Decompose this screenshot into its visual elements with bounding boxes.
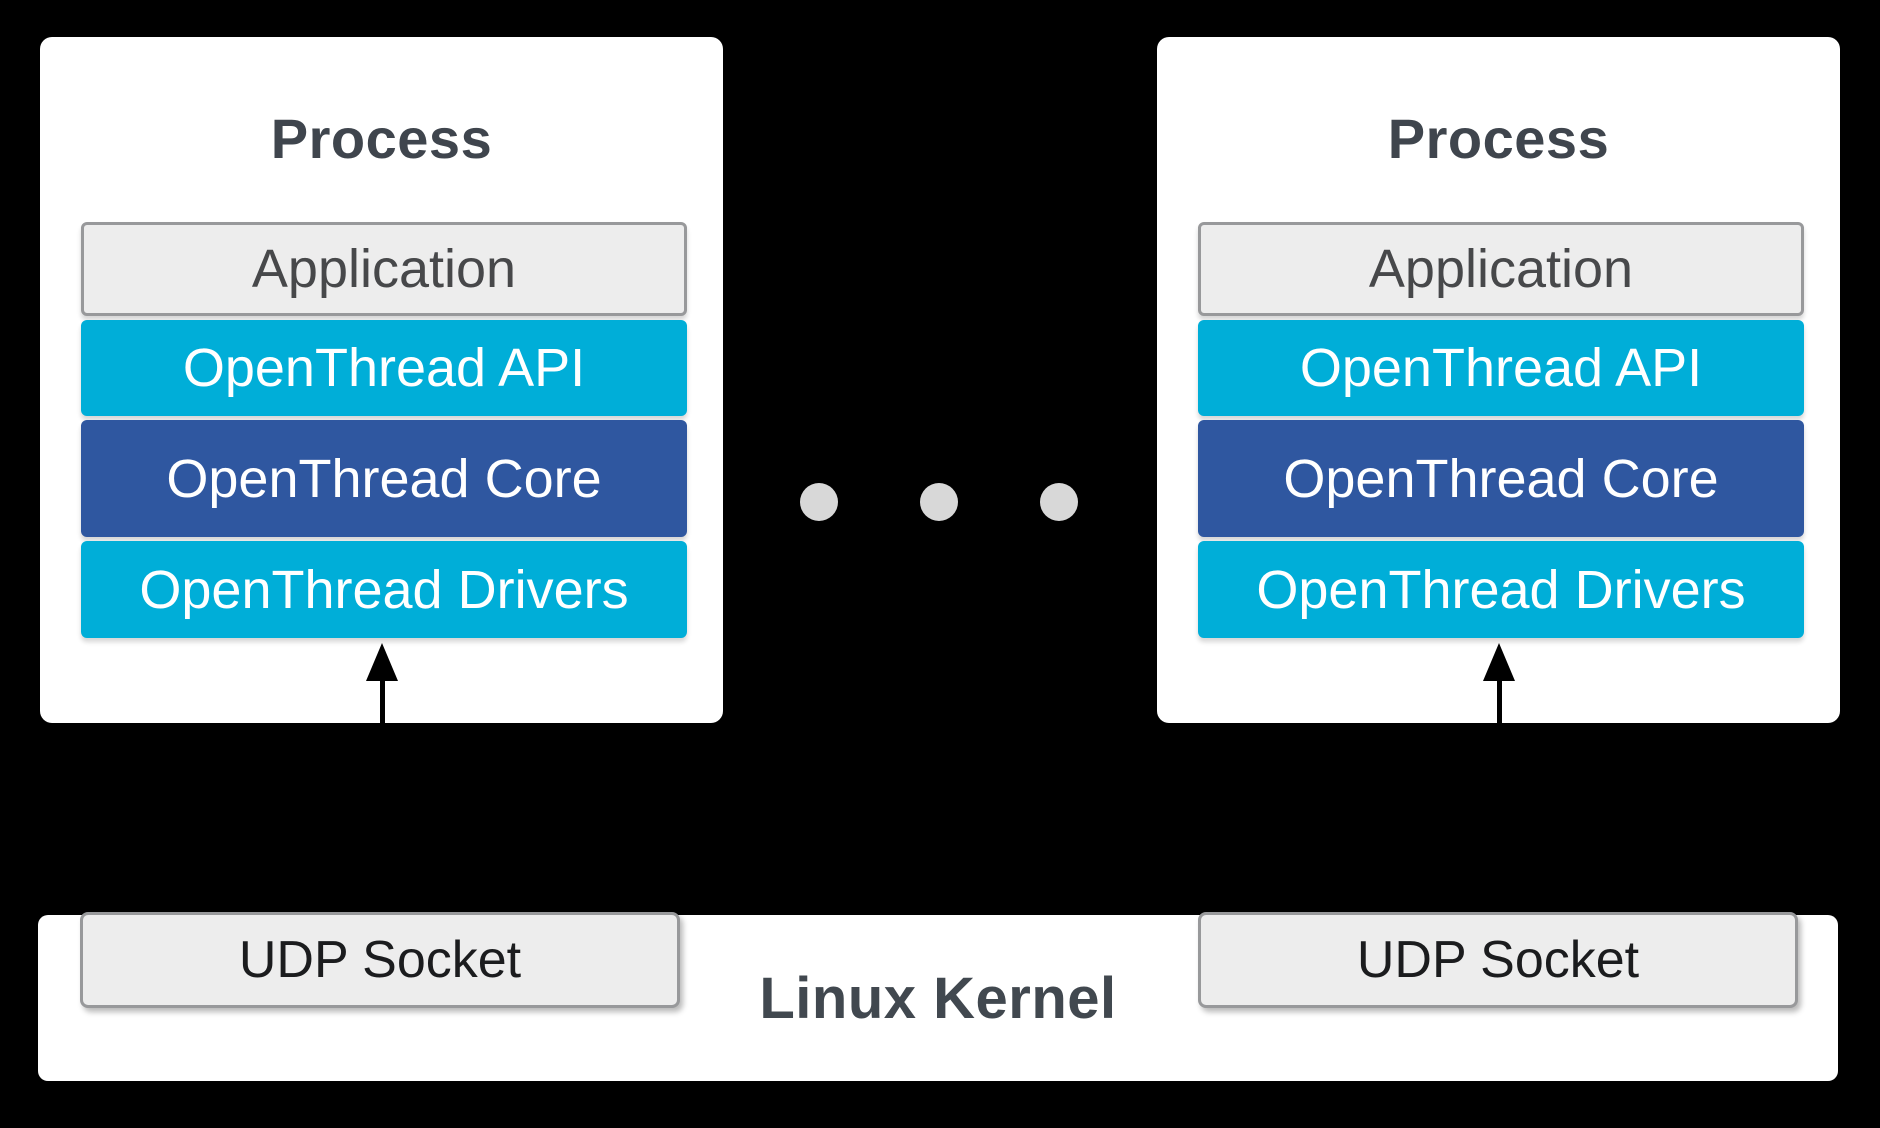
arrow-up-icon <box>366 643 398 723</box>
openthread-core-layer: OpenThread Core <box>1198 420 1804 537</box>
arrow-head <box>1483 643 1515 681</box>
openthread-drivers-layer: OpenThread Drivers <box>81 541 687 638</box>
arrow-shaft <box>1496 681 1502 723</box>
linux-kernel-label: Linux Kernel <box>759 965 1117 1031</box>
ellipsis-dot <box>800 483 838 521</box>
arrow-shaft <box>379 681 385 723</box>
process-title: Process <box>1387 107 1610 170</box>
openthread-drivers-layer: OpenThread Drivers <box>1198 541 1804 638</box>
udp-socket-left: UDP Socket <box>80 912 680 1008</box>
openthread-core-layer: OpenThread Core <box>81 420 687 537</box>
openthread-api-layer: OpenThread API <box>1198 320 1804 416</box>
arrow-up-icon <box>1483 643 1515 723</box>
process-box-right: Process Application OpenThread API OpenT… <box>1157 37 1840 723</box>
ellipsis-dot <box>1040 483 1078 521</box>
application-layer: Application <box>81 222 687 316</box>
udp-socket-right: UDP Socket <box>1198 912 1798 1008</box>
process-title: Process <box>270 107 493 170</box>
arrow-head <box>366 643 398 681</box>
process-box-left: Process Application OpenThread API OpenT… <box>40 37 723 723</box>
linux-kernel-bar: Linux Kernel UDP Socket UDP Socket <box>38 912 1838 1081</box>
ellipsis-dot <box>920 483 958 521</box>
openthread-api-layer: OpenThread API <box>81 320 687 416</box>
application-layer: Application <box>1198 222 1804 316</box>
